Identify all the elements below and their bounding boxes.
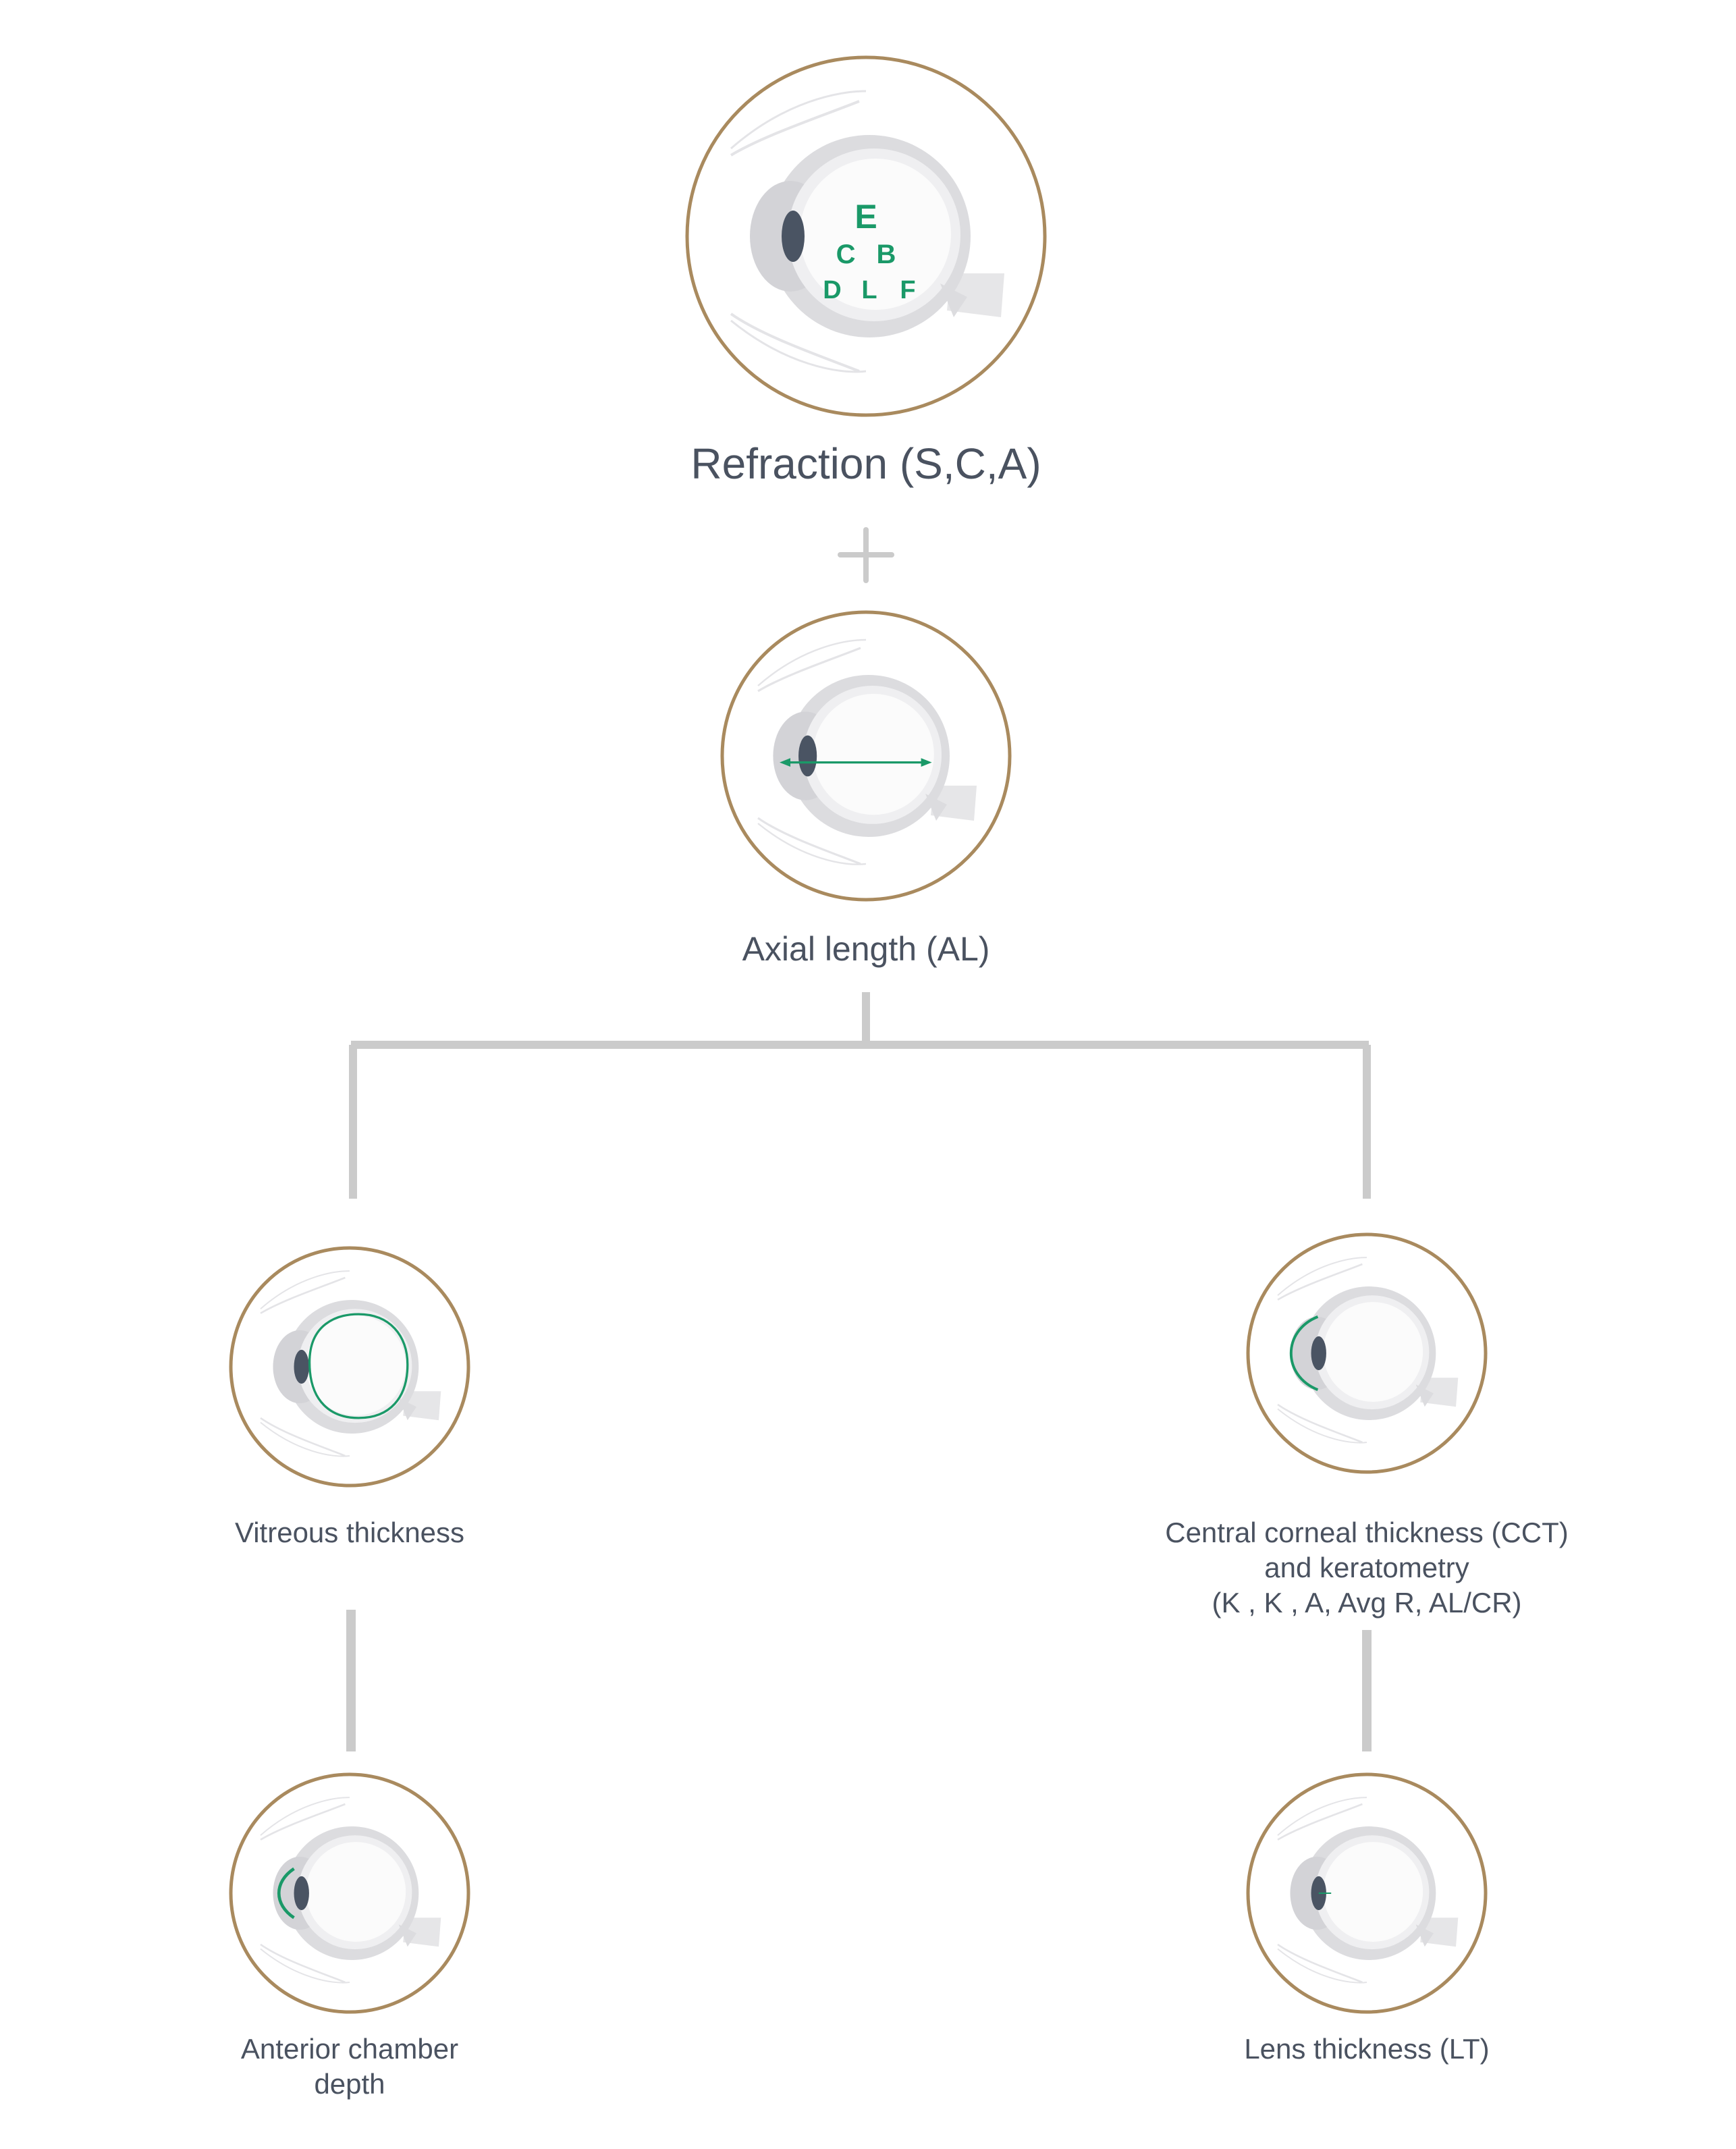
chart-letter-f: F [900,276,915,304]
vitreous-label: Vitreous thickness [234,1517,465,1548]
eye-vitreous-icon [259,1270,442,1457]
eye-cornea-icon [1276,1256,1459,1444]
chart-letter-e: E [855,198,877,236]
cct-label-line-1: Central corneal thickness (CCT) [1165,1517,1569,1548]
node-anterior-chamber [229,1772,470,2014]
chart-letter-b: B [877,240,896,269]
refraction-label: Refraction (S,C,A) [690,439,1041,488]
chart-letter-l: L [861,276,877,304]
cct-label: Central corneal thickness (CCT) and kera… [1097,1515,1637,1621]
anterior-chamber-label-line-2: depth [314,2068,385,2100]
chart-letter-d: D [823,276,841,304]
axial-length-label: Axial length (AL) [742,930,990,968]
node-lens [1246,1772,1488,2014]
cct-label-line-3: (K , K , A, Avg R, AL/CR) [1212,1587,1522,1618]
node-axial-length [720,610,1012,902]
eye-anterior-chamber-icon [259,1796,442,1984]
tree-connector [349,992,1371,1199]
eye-axial-arrow-icon [757,638,978,866]
node-cct [1246,1232,1488,1474]
plus-icon [838,527,894,583]
node-refraction: E C B D L F [685,55,1047,417]
chart-letter-c: C [836,240,856,269]
cct-label-line-2: and keratometry [1264,1552,1469,1583]
anterior-chamber-label: Anterior chamber depth [147,2032,552,2102]
eye-chart-icon: E C B D L F [730,90,1006,373]
anterior-chamber-label-line-1: Anterior chamber [240,2033,459,2065]
lens-thickness-label: Lens thickness (LT) [1244,2033,1490,2065]
connectors [346,527,1372,1751]
node-vitreous [229,1246,470,1488]
eye-lens-icon [1276,1796,1459,1984]
